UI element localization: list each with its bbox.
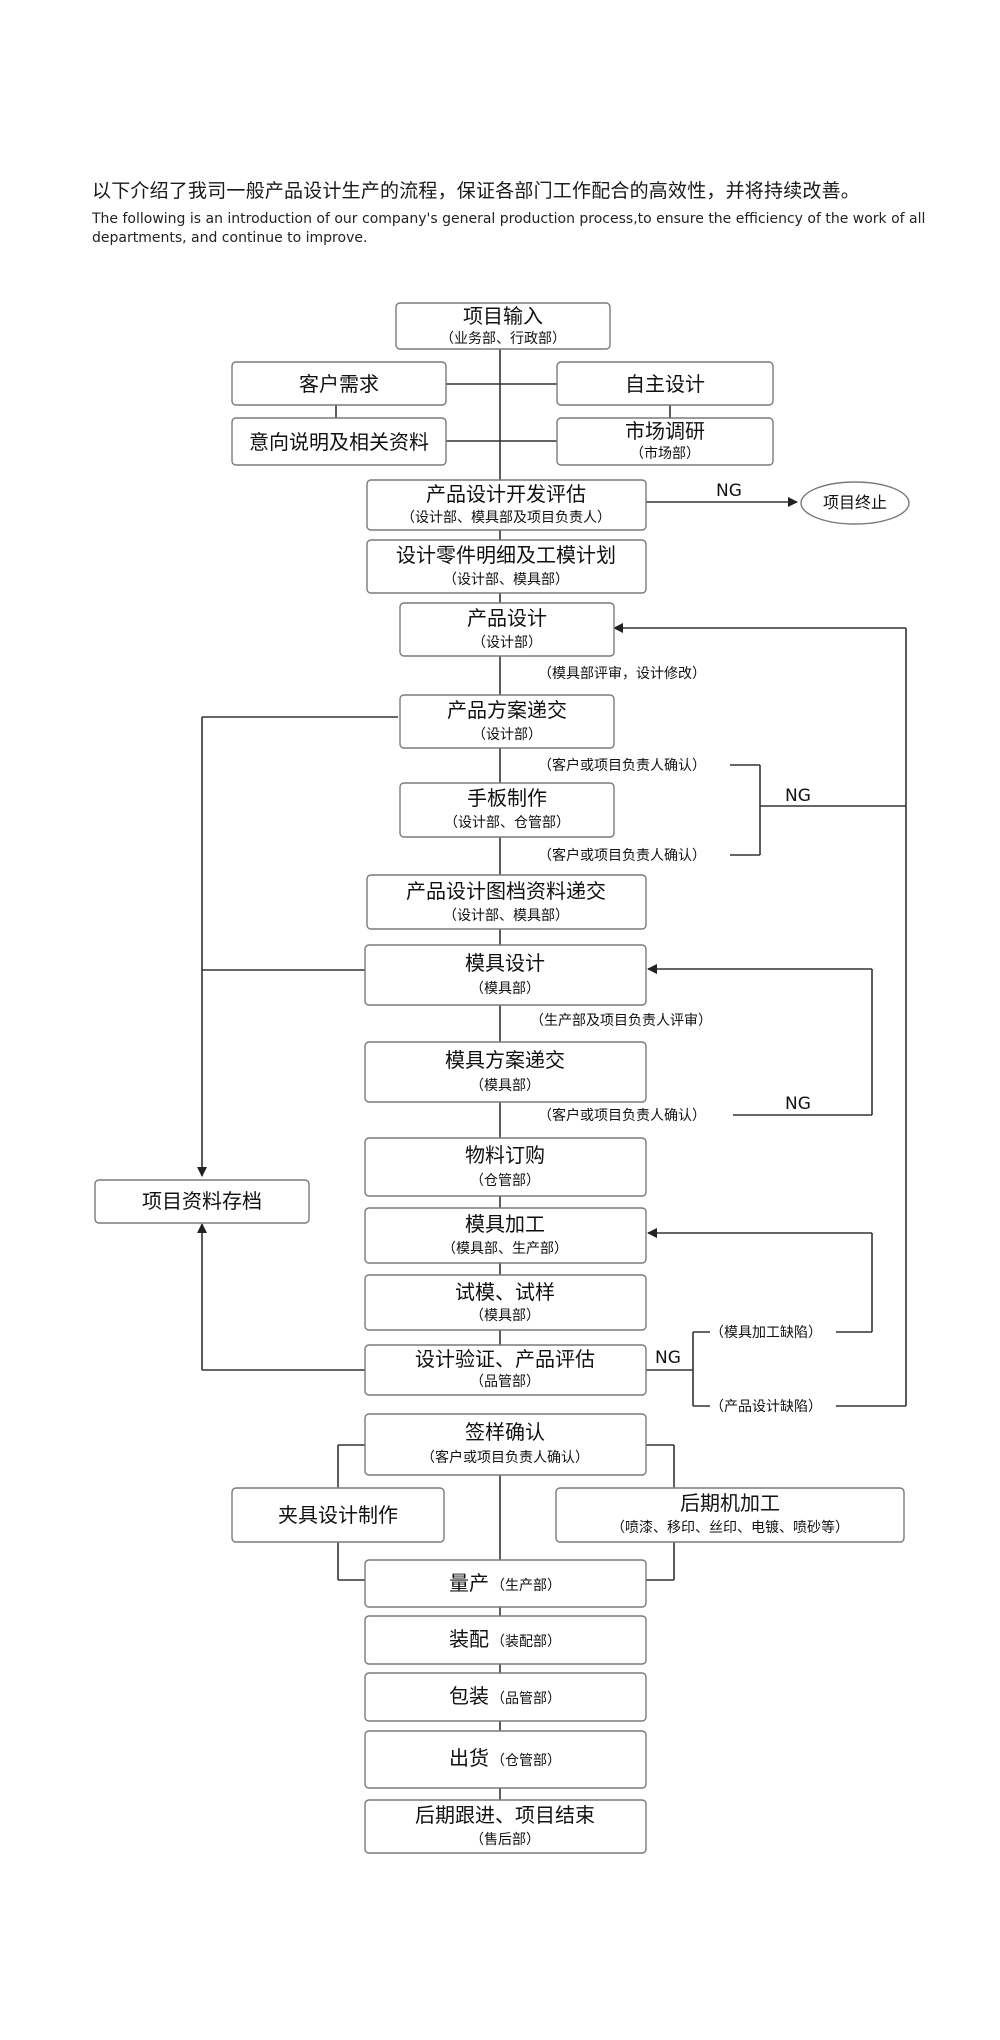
svg-text:项目输入: 项目输入 (463, 304, 543, 328)
node-project-terminate: 项目终止 (800, 481, 910, 525)
node-packaging: 包装（品管部） (364, 1672, 647, 1722)
node-mold-design: 模具设计 （模具部） (364, 944, 647, 1006)
node-post-processing: 后期机加工 （喷漆、移印、丝印、电镀、喷砂等） (555, 1487, 905, 1543)
node-design-proposal: 产品方案递交 （设计部） (399, 694, 615, 749)
node-prototype: 手板制作 （设计部、仓管部） (399, 782, 615, 838)
svg-text:项目终止: 项目终止 (823, 493, 887, 512)
svg-text:（仓管部）: （仓管部） (470, 1173, 540, 1189)
svg-text:量产（生产部）: 量产（生产部） (449, 1571, 561, 1595)
svg-text:装配（装配部）: 装配（装配部） (449, 1627, 561, 1651)
svg-text:（喷漆、移印、丝印、电镀、喷砂等）: （喷漆、移印、丝印、电镀、喷砂等） (611, 1519, 849, 1536)
svg-text:包装（品管部）: 包装（品管部） (449, 1684, 561, 1708)
svg-text:意向说明及相关资料: 意向说明及相关资料 (249, 430, 429, 454)
svg-text:物料订购: 物料订购 (465, 1143, 545, 1167)
svg-text:模具方案递交: 模具方案递交 (445, 1048, 565, 1072)
node-design-documents: 产品设计图档资料递交 （设计部、模具部） (366, 874, 647, 930)
node-mold-processing: 模具加工 （模具部、生产部） (364, 1207, 647, 1264)
ng-label-verify: NG (655, 1348, 681, 1368)
svg-text:产品方案递交: 产品方案递交 (447, 698, 567, 722)
svg-text:（设计部、模具部）: （设计部、模具部） (443, 908, 569, 924)
note-production-review: （生产部及项目负责人评审） (530, 1013, 712, 1029)
svg-text:（业务部、行政部）: （业务部、行政部） (440, 331, 566, 347)
node-market-research: 市场调研 （市场部） (556, 417, 774, 466)
node-product-design: 产品设计 （设计部） (399, 602, 615, 657)
svg-text:市场调研: 市场调研 (625, 419, 705, 443)
svg-text:夹具设计制作: 夹具设计制作 (278, 1503, 398, 1527)
svg-text:（客户或项目负责人确认）: （客户或项目负责人确认） (421, 1449, 589, 1466)
connector-lines (197, 349, 907, 1800)
note-mold-defect: （模具加工缺陷） (710, 1325, 822, 1341)
node-intent-description: 意向说明及相关资料 (231, 417, 447, 466)
svg-text:（模具部、生产部）: （模具部、生产部） (442, 1241, 568, 1257)
svg-text:（设计部、模具部）: （设计部、模具部） (443, 572, 569, 588)
svg-text:（设计部、模具部及项目负责人）: （设计部、模具部及项目负责人） (401, 510, 611, 526)
ng-label-mold-plan: NG (785, 1094, 811, 1114)
svg-text:手板制作: 手板制作 (467, 786, 547, 810)
node-product-evaluation: 产品设计开发评估 （设计部、模具部及项目负责人） (366, 479, 647, 531)
intro-chinese: 以下介绍了我司一般产品设计生产的流程，保证各部门工作配合的高效性，并将持续改善。 (92, 180, 861, 202)
svg-text:签样确认: 签样确认 (465, 1420, 545, 1444)
node-follow-up: 后期跟进、项目结束 （售后部） (364, 1799, 647, 1854)
note-design-defect: （产品设计缺陷） (710, 1399, 822, 1415)
svg-text:产品设计开发评估: 产品设计开发评估 (426, 482, 586, 506)
node-sample-confirm: 签样确认 （客户或项目负责人确认） (364, 1413, 647, 1476)
node-project-input: 项目输入 （业务部、行政部） (395, 302, 611, 350)
intro-text: 以下介绍了我司一般产品设计生产的流程，保证各部门工作配合的高效性，并将持续改善。… (92, 176, 942, 248)
note-confirm-1: （客户或项目负责人确认） (538, 757, 706, 774)
svg-text:产品设计: 产品设计 (467, 606, 547, 630)
svg-text:设计零件明细及工模计划: 设计零件明细及工模计划 (396, 543, 616, 567)
svg-text:（模具部）: （模具部） (470, 1308, 540, 1324)
node-parts-plan: 设计零件明细及工模计划 （设计部、模具部） (366, 539, 647, 594)
node-mass-production: 量产（生产部） (364, 1559, 647, 1608)
svg-text:（设计部）: （设计部） (472, 727, 542, 743)
svg-text:（设计部、仓管部）: （设计部、仓管部） (444, 815, 570, 831)
svg-text:项目资料存档: 项目资料存档 (142, 1189, 262, 1213)
node-archive: 项目资料存档 (94, 1179, 310, 1224)
node-customer-demand: 客户需求 (231, 361, 447, 406)
svg-text:试模、试样: 试模、试样 (455, 1280, 555, 1304)
node-material-purchase: 物料订购 （仓管部） (364, 1137, 647, 1197)
intro-english: The following is an introduction of our … (92, 211, 926, 246)
svg-text:（模具部）: （模具部） (470, 1078, 540, 1094)
svg-text:自主设计: 自主设计 (625, 372, 705, 396)
svg-text:模具加工: 模具加工 (465, 1212, 545, 1236)
note-confirm-3: （客户或项目负责人确认） (538, 1107, 706, 1124)
svg-text:出货（仓管部）: 出货（仓管部） (449, 1746, 561, 1770)
svg-text:（模具部）: （模具部） (470, 981, 540, 997)
node-self-design: 自主设计 (556, 361, 774, 406)
node-fixture-design: 夹具设计制作 (231, 1487, 445, 1543)
node-mold-proposal: 模具方案递交 （模具部） (364, 1041, 647, 1103)
svg-text:产品设计图档资料递交: 产品设计图档资料递交 (406, 879, 606, 903)
svg-text:（品管部）: （品管部） (470, 1374, 540, 1390)
svg-text:后期机加工: 后期机加工 (680, 1491, 780, 1515)
svg-text:（设计部）: （设计部） (472, 635, 542, 651)
ng-label-evaluate: NG (716, 481, 742, 501)
node-shipping: 出货（仓管部） (364, 1730, 647, 1789)
ng-label-prototype: NG (785, 786, 811, 806)
svg-text:（市场部）: （市场部） (630, 445, 700, 462)
note-mold-review: （模具部评审，设计修改） (538, 666, 706, 682)
svg-text:设计验证、产品评估: 设计验证、产品评估 (415, 1347, 595, 1371)
svg-text:（售后部）: （售后部） (470, 1832, 540, 1848)
svg-text:客户需求: 客户需求 (299, 372, 379, 396)
note-confirm-2: （客户或项目负责人确认） (538, 847, 706, 864)
svg-text:模具设计: 模具设计 (465, 951, 545, 975)
svg-text:后期跟进、项目结束: 后期跟进、项目结束 (415, 1803, 595, 1827)
node-verification: 设计验证、产品评估 （品管部） (364, 1344, 647, 1396)
node-trial-mold: 试模、试样 （模具部） (364, 1274, 647, 1331)
node-assembly: 装配（装配部） (364, 1615, 647, 1665)
